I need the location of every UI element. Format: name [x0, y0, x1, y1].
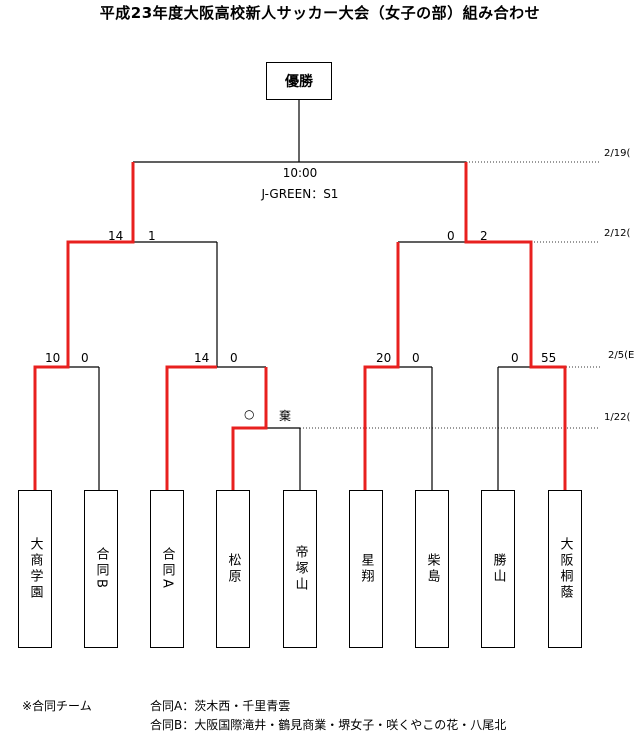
score-final-left: 14 [108, 229, 124, 243]
r1-forfeit-mark: 棄 [279, 409, 292, 423]
score-semi-right: 2 [480, 229, 488, 243]
score-qf2-right: 0 [230, 351, 238, 365]
page-title: 平成23年度大阪高校新人サッカー大会（女子の部）組み合わせ [99, 4, 541, 22]
champion-box: 優勝 [266, 62, 332, 100]
notes-line-b: 合同B：大阪国際滝井・鶴見商業・堺女子・咲くやこの花・八尾北 [150, 718, 507, 732]
team-box-6: 星翔 [349, 490, 383, 648]
notes-line-a: 合同A：茨木西・千里青雲 [150, 699, 291, 713]
team-box-3: 合同A [150, 490, 184, 648]
notes-label: ※合同チーム [22, 699, 92, 713]
team-box-4: 松原 [216, 490, 250, 648]
team-box-7: 柴島 [415, 490, 449, 648]
final-time: 10:00 [282, 166, 318, 180]
score-qf3-left: 20 [376, 351, 392, 365]
date-semi: 2/12( [604, 228, 631, 239]
team-box-2: 合同B [84, 490, 118, 648]
score-qf3-right: 0 [412, 351, 420, 365]
r1-win-mark: ○ [244, 407, 255, 421]
score-qf4-left: 0 [511, 351, 519, 365]
score-qf1-right: 0 [81, 351, 89, 365]
black-lines [35, 100, 566, 490]
score-final-right: 1 [148, 229, 156, 243]
team-box-8: 勝山 [481, 490, 515, 648]
dotted-date-lines [300, 161, 600, 429]
score-semi-left: 0 [447, 229, 455, 243]
date-final: 2/19( [604, 148, 631, 159]
date-r1: 1/22( [604, 412, 631, 423]
winner-path-lines [33, 162, 567, 490]
score-qf2-left: 14 [194, 351, 210, 365]
score-qf1-left: 10 [45, 351, 61, 365]
date-qf: 2/5(E [608, 350, 635, 361]
team-box-1: 大商学園 [18, 490, 52, 648]
score-qf4-right: 55 [541, 351, 557, 365]
team-box-9: 大阪桐蔭 [548, 490, 582, 648]
final-venue: J-GREEN：S1 [261, 187, 339, 201]
team-box-5: 帝塚山 [283, 490, 317, 648]
